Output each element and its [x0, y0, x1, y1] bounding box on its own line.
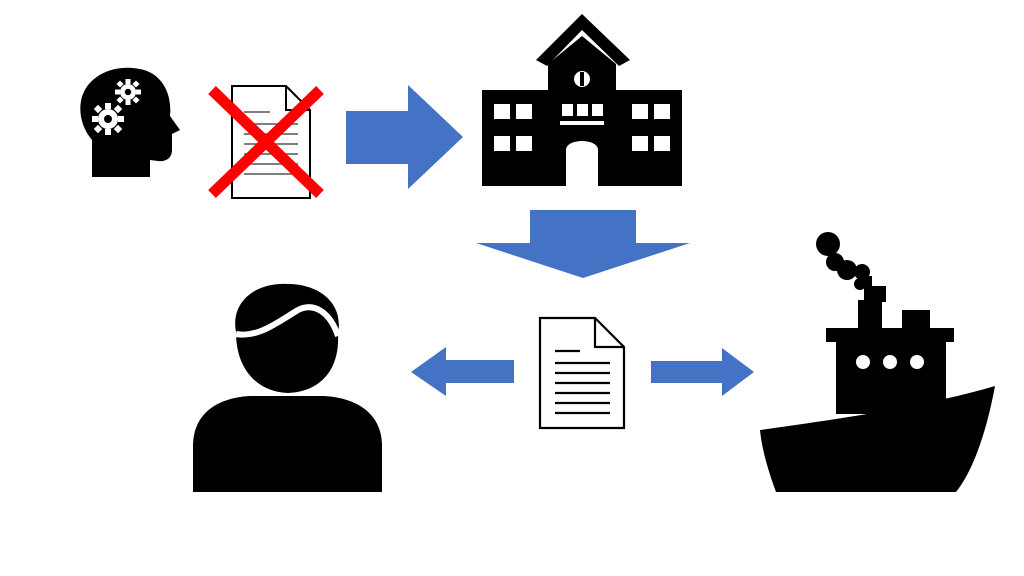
document-icon: [538, 316, 626, 430]
head-with-gears-icon: [80, 67, 180, 177]
crossed-out-document-icon: [208, 85, 324, 199]
school-building-icon: [482, 14, 682, 186]
arrow-right-icon: [651, 348, 754, 396]
person-icon: [193, 283, 382, 492]
arrow-down-icon: [476, 210, 690, 278]
arrow-right-icon: [346, 85, 463, 189]
arrow-left-icon: [411, 347, 514, 396]
smoke-icon: [816, 232, 872, 290]
ship-icon: [760, 232, 995, 492]
gear-icon: [92, 103, 124, 135]
gear-icon: [115, 79, 141, 105]
cross-mark-icon: [208, 86, 324, 198]
